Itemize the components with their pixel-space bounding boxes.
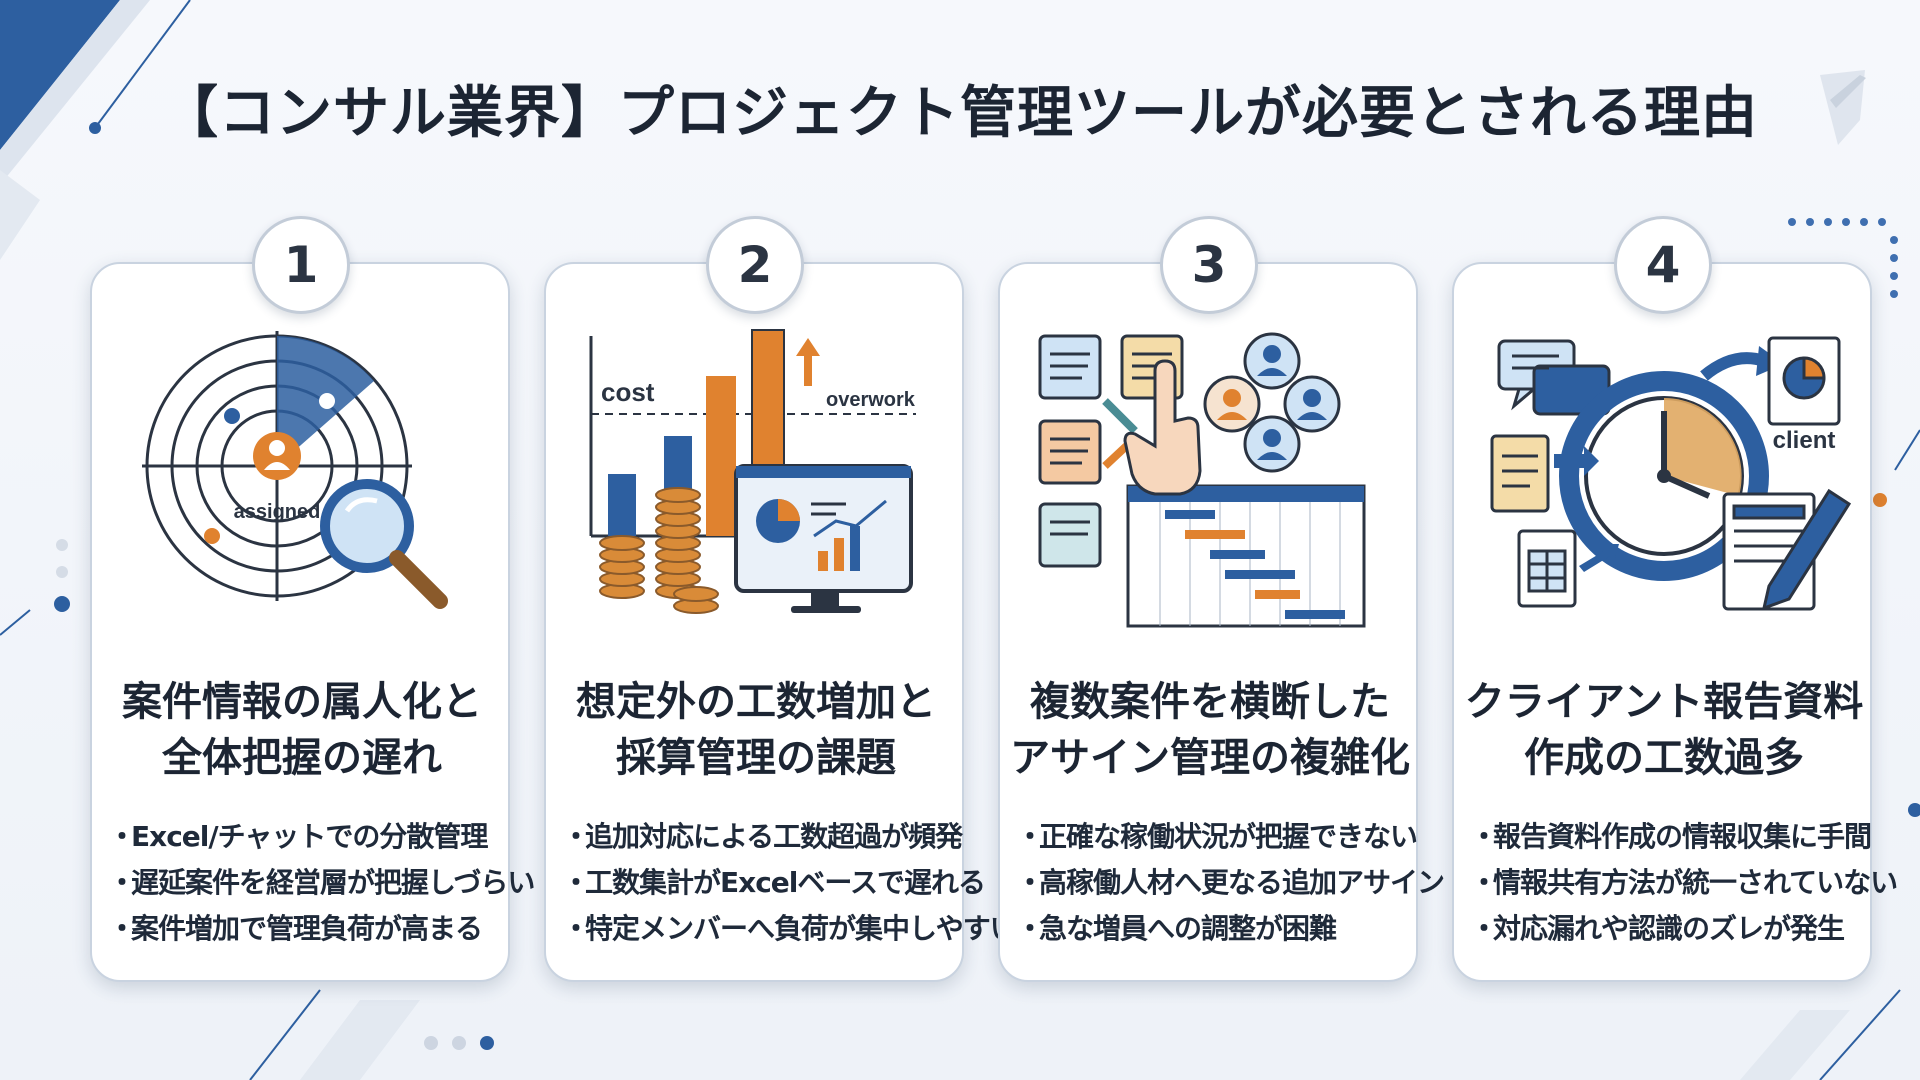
cost-chart-illustration: cost overwork [589, 329, 916, 614]
reason-card-1: 1 assigned 案件情報の属人化と 全体把握の遅れ Excel/ [90, 216, 535, 982]
list-item: 急な増員への調整が困難 [1016, 906, 1412, 952]
overwork-label: overwork [826, 389, 916, 411]
reason-card-4: 4 [1452, 216, 1898, 982]
card-heading: クライアント報告資料 作成の工数過多 [1464, 679, 1864, 781]
hand-pointer-icon [1123, 359, 1202, 496]
client-label: client [1773, 427, 1836, 454]
reason-card-3: 3 [998, 216, 1445, 982]
card-bullet-list: 報告資料作成の情報収集に手間 情報共有方法が統一されていない 対応漏れや認識のズ… [1470, 814, 1898, 952]
list-item: 遅延案件を経営層が把握しづらい [108, 860, 535, 906]
report-illustration: client [1490, 336, 1852, 611]
list-item: 情報共有方法が統一されていない [1470, 860, 1898, 906]
pager-dot-active[interactable] [480, 1036, 494, 1050]
coins-icon [599, 487, 719, 614]
card-number-badge: 3 [1160, 216, 1258, 314]
report-icon [1490, 336, 1841, 611]
assigned-label: assigned [234, 501, 321, 523]
list-item: Excel/チャットでの分散管理 [108, 814, 504, 860]
pager-dot[interactable] [452, 1036, 466, 1050]
gantt-icon [1126, 484, 1366, 628]
monitor-icon [734, 464, 913, 613]
clock-icon [1559, 346, 1784, 581]
pen-icon [1761, 488, 1852, 611]
list-item: 特定メンバーへ負荷が集中しやすい [562, 906, 1018, 952]
card-bullet-list: 追加対応による工数超過が頻発 工数集計がExcelベースで遅れる 特定メンバーへ… [562, 814, 1018, 952]
card-number-badge: 2 [706, 216, 804, 314]
card-heading: 複数案件を横断した アサイン管理の複雑化 [1010, 679, 1410, 781]
team-icon [1203, 332, 1341, 473]
card-heading: 想定外の工数増加と 採算管理の課題 [576, 679, 936, 781]
reason-card-2: 2 cost overwork [544, 216, 1018, 982]
card-bullet-list: Excel/チャットでの分散管理 遅延案件を経営層が把握しづらい 案件増加で管理… [108, 814, 535, 952]
radar-illustration: assigned [142, 331, 448, 609]
card-heading: 案件情報の属人化と 全体把握の遅れ [122, 679, 482, 781]
pager-dots [424, 1036, 494, 1050]
list-item: 対応漏れや認識のズレが発生 [1470, 906, 1866, 952]
list-item: 高稼働人材へ更なる追加アサイン [1016, 860, 1445, 906]
page-title: 【コンサル業界】プロジェクト管理ツールが必要とされる理由 [162, 81, 1758, 146]
cost-label: cost [601, 377, 655, 407]
magnifier-icon [320, 479, 448, 609]
list-item: 報告資料作成の情報収集に手間 [1470, 814, 1872, 860]
list-item: 追加対応による工数超過が頻発 [562, 814, 963, 860]
card-bullet-list: 正確な稼働状況が把握できない 高稼働人材へ更なる追加アサイン 急な増員への調整が… [1016, 814, 1445, 952]
person-icon [253, 432, 301, 480]
pager-dot[interactable] [424, 1036, 438, 1050]
list-item: 案件増加で管理負荷が高まる [108, 906, 504, 952]
card-number-badge: 1 [252, 216, 350, 314]
card-number-badge: 4 [1614, 216, 1712, 314]
assignment-illustration [1038, 332, 1366, 628]
list-item: 正確な稼働状況が把握できない [1016, 814, 1418, 860]
list-item: 工数集計がExcelベースで遅れる [562, 860, 986, 906]
